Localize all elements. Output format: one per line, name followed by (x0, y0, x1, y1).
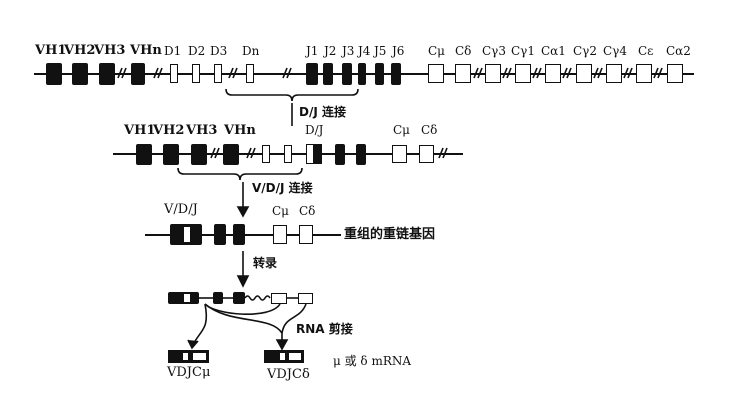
c-gamma4-segment (606, 64, 622, 83)
dn-segment (246, 64, 254, 83)
vh2-label: VH2 (64, 43, 96, 58)
c-alpha1-segment (545, 64, 561, 83)
c-mu-segment (428, 64, 444, 83)
dn-label: Dn (242, 44, 260, 58)
mrna-note: μ 或 δ mRNA (333, 354, 412, 368)
intron-wavy-line (244, 295, 271, 301)
vh3-segment-2 (191, 144, 207, 165)
splice-arc-mu-2 (204, 303, 281, 315)
vh1-segment (46, 63, 62, 85)
dj-joined-segment (306, 144, 322, 164)
c-gamma2-segment (576, 64, 592, 83)
break-marks-row2 (210, 147, 448, 159)
rearranged-gene-label: 重组的重链基因 (344, 227, 436, 242)
transcript-c-mu-segment (271, 293, 287, 304)
j4-label: J4 (358, 44, 371, 58)
rna-splicing-label: RNA 剪接 (296, 322, 353, 336)
j-segment-3a (214, 224, 226, 245)
c-mu-segment-2 (392, 145, 407, 163)
j1-segment (306, 63, 318, 85)
mrna-delta-label: VDJCδ (267, 367, 310, 382)
c-gamma1-segment (515, 64, 531, 83)
vhn-label: VHn (130, 43, 162, 58)
c-alpha2-segment (667, 64, 683, 83)
c-epsilon-segment (636, 64, 652, 83)
c-mu-label: Cμ (428, 44, 445, 58)
c-delta-segment-3 (299, 225, 313, 244)
c-alpha2-label: Cα2 (666, 44, 691, 58)
j-segment-2a (335, 144, 345, 165)
vdj-brace (177, 167, 303, 181)
d3-segment (214, 64, 222, 83)
transcript-vdj-segment (168, 292, 199, 304)
vh3-segment (99, 63, 115, 85)
c-delta-segment-2 (419, 145, 434, 163)
c-delta-label-3: Cδ (299, 204, 316, 218)
dj-label: D/J (305, 123, 324, 137)
dj-brace (225, 88, 359, 102)
c-gamma3-segment (485, 64, 501, 83)
d3-label: D3 (210, 44, 228, 58)
d2-label: D2 (188, 44, 206, 58)
vh2-segment-2 (163, 144, 179, 165)
c-delta-label-2: Cδ (421, 123, 438, 137)
c-epsilon-label: Cε (638, 44, 654, 58)
j2-segment (323, 63, 333, 85)
dj-joining-label: D/J 连接 (299, 105, 346, 119)
d-segment-2b (284, 145, 292, 163)
d2-segment (192, 64, 200, 83)
mrna-delta-stripe-a (280, 353, 285, 360)
j6-label: J6 (392, 44, 405, 58)
splice-arc-mu (192, 303, 208, 346)
c-mu-label-2: Cμ (393, 123, 410, 137)
d-segment-2a (262, 145, 270, 163)
d1-label: D1 (164, 44, 182, 58)
vhn-segment (131, 63, 145, 85)
j4-segment (358, 63, 366, 85)
mrna-mu-label: VDJCμ (167, 365, 211, 380)
c-alpha1-label: Cα1 (541, 44, 566, 58)
c-delta-segment (455, 64, 471, 83)
vdj-white-stripe (184, 227, 190, 242)
c-gamma1-label: Cγ1 (511, 44, 535, 58)
vh2-label-2: VH2 (153, 123, 185, 138)
transcription-label: 转录 (253, 256, 278, 270)
mrna-mu-stripe-b (193, 353, 206, 360)
c-gamma3-label: Cγ3 (482, 44, 506, 58)
c-gamma4-label: Cγ4 (603, 44, 627, 58)
j6-segment (391, 63, 401, 85)
vh1-segment-2 (136, 144, 152, 165)
vdj-joining-label: V/D/J 连接 (252, 181, 313, 195)
transcript-j-segment-a (213, 292, 223, 304)
j5-label: J5 (374, 44, 387, 58)
mrna-delta-stripe-b (289, 353, 301, 360)
c-mu-segment-3 (273, 225, 287, 244)
j2-label: J2 (324, 44, 337, 58)
j3-label: J3 (342, 44, 355, 58)
vdj-label: V/D/J (164, 202, 198, 217)
c-delta-label: Cδ (455, 44, 472, 58)
j5-segment (375, 63, 384, 85)
mrna-mu-stripe-a (183, 353, 188, 360)
transcript-white-stripe (184, 294, 190, 302)
d1-segment (170, 64, 178, 83)
vh1-label-2: VH1 (124, 123, 156, 138)
j3-segment (342, 63, 352, 85)
c-gamma2-label: Cγ2 (573, 44, 597, 58)
transcript-j-segment-b (233, 292, 245, 304)
vh3-label: VH3 (94, 43, 126, 58)
break-marks-row1 (117, 67, 663, 79)
j-segment-3b (233, 224, 245, 245)
vh2-segment (72, 63, 88, 85)
transcript-c-delta-segment (298, 293, 313, 304)
j-segment-2b (356, 144, 366, 165)
splice-arc-delta (204, 303, 283, 345)
vh3-label-2: VH3 (186, 123, 218, 138)
j1-label: J1 (306, 44, 319, 58)
vhn-label-2: VHn (224, 123, 256, 138)
vhn-segment-2 (223, 144, 239, 165)
vh1-label: VH1 (35, 43, 67, 58)
splice-arc-delta-2 (281, 303, 307, 334)
c-mu-label-3: Cμ (272, 204, 289, 218)
